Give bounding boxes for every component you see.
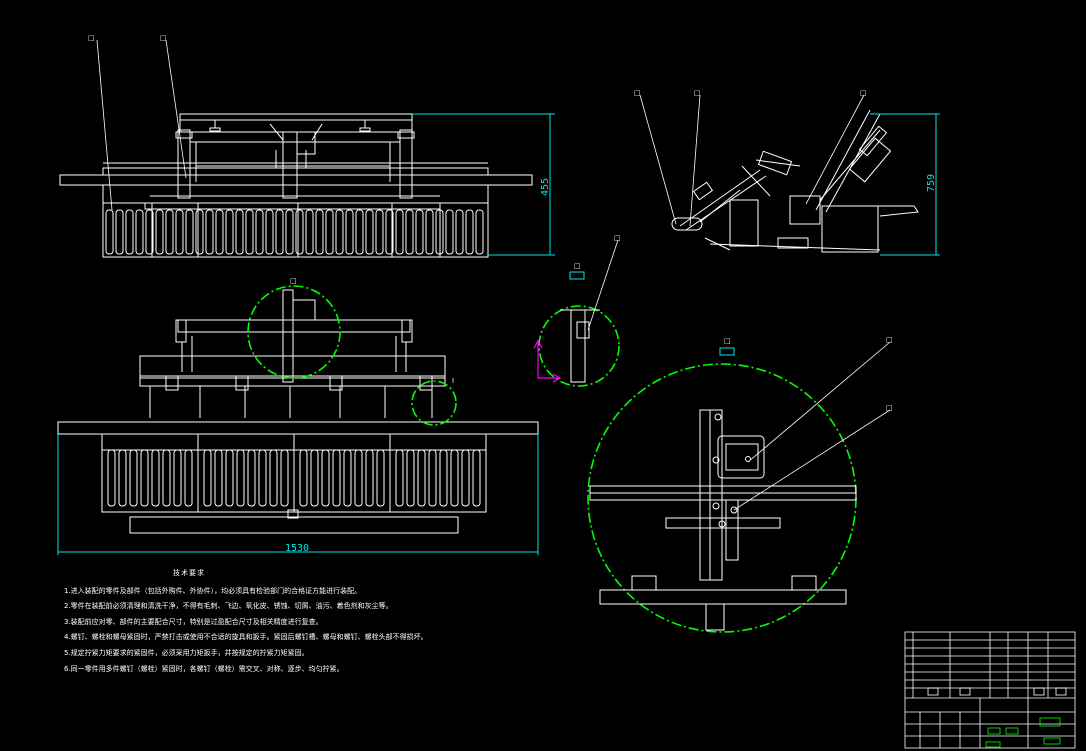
requirement-item: 4.螺钉、螺栓和螺母紧固时，严禁打击或使用不合适的旋具和扳手。紧固后螺钉槽、螺母…: [64, 633, 428, 642]
requirement-item: 6.同一零件用多件螺钉（螺栓）紧固时，各螺钉（螺栓）需交叉、对称、逐步、均匀拧紧…: [64, 664, 344, 673]
title-block: [904, 631, 1076, 749]
balloon-8: □: [574, 262, 581, 270]
top-view: [57, 285, 539, 555]
front-fingers: [105, 209, 484, 255]
dim-side-height: 759: [926, 174, 937, 192]
requirement-item: 1.进入装配的零件及部件（包括外购件、外协件），均必须具有检验部门的合格证方能进…: [64, 586, 362, 595]
detail-circle-a: [247, 285, 341, 379]
front-view: [59, 39, 555, 258]
technical-requirements: 技术要求 1.进入装配的零件及部件（包括外购件、外协件），均必须具有检验部门的合…: [64, 566, 484, 677]
balloon-5: □: [860, 89, 867, 97]
balloon-2: □: [160, 34, 167, 42]
technical-requirements-title: 技术要求: [173, 569, 205, 577]
balloon-1: □: [88, 34, 95, 42]
balloon-4: □: [694, 89, 701, 97]
requirement-item: 5.规定拧紧力矩要求的紧固件，必须采用力矩扳手，并按规定的拧紧力矩紧固。: [64, 648, 309, 657]
side-view: [639, 94, 940, 256]
requirement-item: 2.零件在装配前必须清理和清洗干净，不得有毛刺、飞边、氧化皮、锈蚀、切屑、油污、…: [64, 602, 393, 611]
balloon-6: □: [290, 277, 297, 285]
top-fingers: [107, 449, 481, 507]
balloon-7: □: [614, 234, 621, 242]
balloon-3: □: [634, 89, 641, 97]
balloon-9: □: [724, 337, 731, 345]
dim-overall-width: 1530: [285, 543, 309, 554]
balloon-11: □: [886, 404, 893, 412]
balloon-10: □: [886, 336, 893, 344]
top-view-marker: I: [452, 377, 454, 385]
requirement-item: 3.装配前应对零、部件的主要配合尺寸，特别是过盈配合尺寸及相关精度进行复查。: [64, 617, 323, 626]
detail-circle-b: [411, 380, 457, 426]
large-detail-view: [587, 341, 891, 633]
dim-front-height: 455: [540, 178, 551, 196]
small-detail-view: [533, 239, 620, 387]
